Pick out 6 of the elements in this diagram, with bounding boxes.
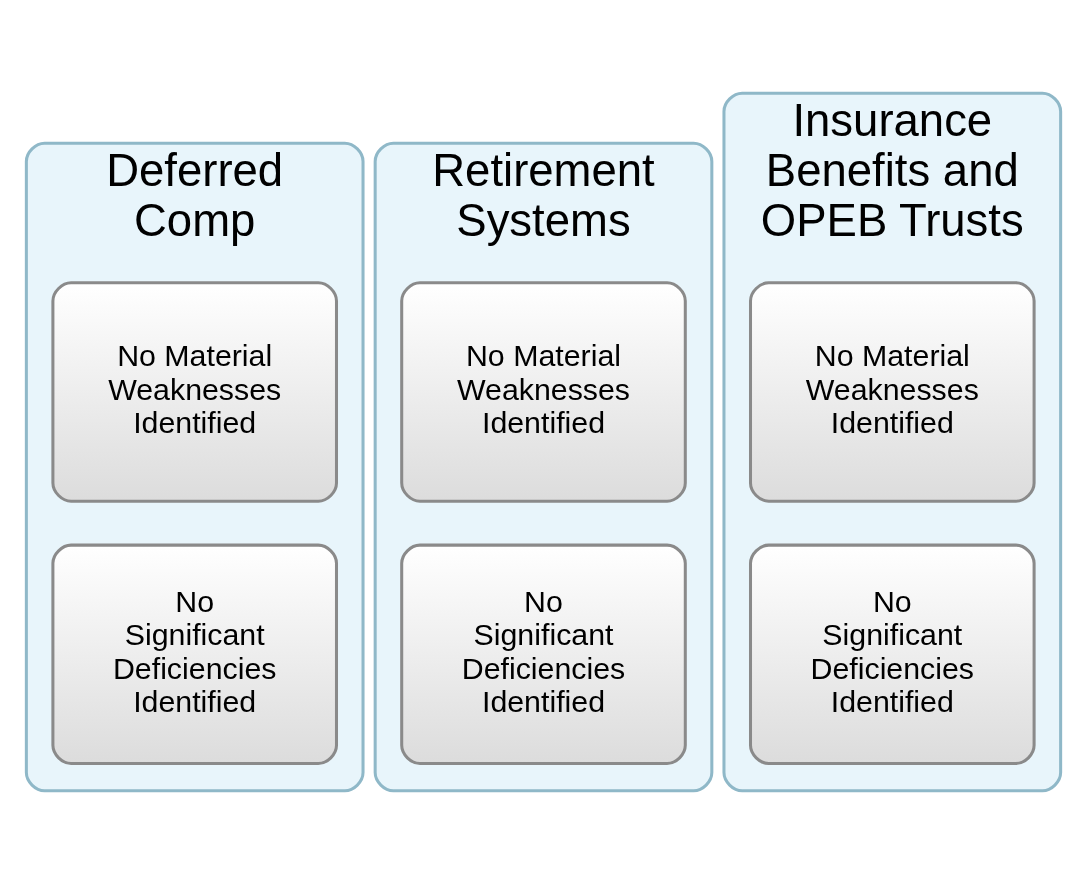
node-box: No Significant Deficiencies Identified xyxy=(400,543,687,765)
node-box: No Material Weaknesses Identified xyxy=(51,281,338,503)
node-box: No Significant Deficiencies Identified xyxy=(51,543,338,765)
node-box: No Material Weaknesses Identified xyxy=(749,281,1036,503)
node-box: No Significant Deficiencies Identified xyxy=(749,543,1036,765)
node-box: No Material Weaknesses Identified xyxy=(400,281,687,503)
